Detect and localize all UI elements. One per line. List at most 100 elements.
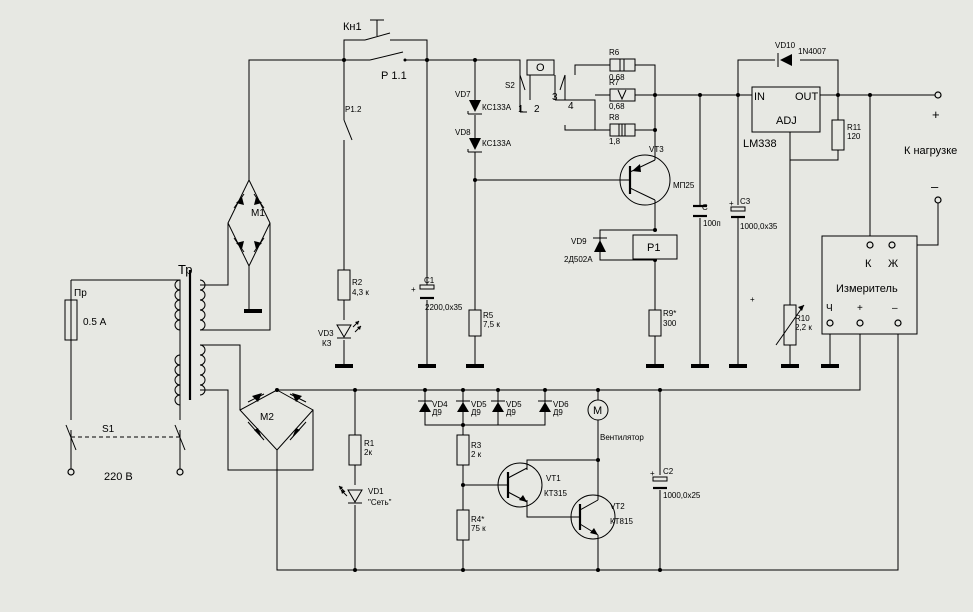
label-r3-value: 2 к: [471, 450, 482, 459]
label-r4-value: 75 к: [471, 524, 486, 533]
label-c2: C2: [663, 467, 674, 476]
relay-p1: Р1: [632, 234, 678, 260]
label-vt3: VT3: [649, 145, 664, 154]
label-s2-pos2: 2: [534, 104, 540, 115]
label-s2-o: O: [536, 62, 545, 74]
label-vd5b: VD5: [506, 400, 522, 409]
label-r6: R6: [609, 48, 620, 57]
zener-vd8: VD8 КС133А: [455, 128, 512, 153]
label-vd6-value: Д9: [553, 408, 563, 417]
label-p11: Р 1.1: [381, 70, 407, 82]
label-output-minus: –: [931, 179, 939, 194]
label-r6-value: 0,68: [609, 73, 625, 82]
label-r7-value: 0,68: [609, 102, 625, 111]
label-meter: Измеритель: [836, 283, 898, 295]
diode-vd6: VD6 Д9: [538, 400, 569, 417]
label-r4: R4*: [471, 515, 484, 524]
diode-vd9: VD9 2Д502А: [564, 237, 607, 264]
label-pr: Пр: [74, 288, 87, 299]
label-r2: R2: [352, 278, 363, 287]
zener-vd7: VD7 КС133А: [455, 90, 512, 115]
label-c-value: 100п: [703, 219, 721, 228]
label-m1: М1: [251, 208, 265, 219]
label-r8-value: 1,8: [609, 137, 621, 146]
ground-bars: [244, 309, 839, 368]
fuse-pr: Пр 0.5 А: [64, 288, 107, 341]
led-vd1: VD1 "Сеть": [338, 485, 392, 507]
label-s1: S1: [102, 424, 115, 435]
label-kn1: Кн1: [343, 21, 362, 33]
label-vd1-value: "Сеть": [368, 498, 392, 507]
label-r1-value: 2к: [364, 448, 372, 457]
diode-vd5a: VD5 Д9: [456, 390, 487, 425]
label-lm-in: IN: [754, 91, 765, 103]
diode-vd5b: VD5 Д9: [491, 390, 522, 425]
label-c3-value: 1000,0х35: [740, 222, 778, 231]
resistor-r5: R5 7,5 к: [468, 309, 500, 337]
regulator-lm338: IN OUT ADJ LM338: [743, 86, 821, 150]
label-r9-value: 300: [663, 319, 677, 328]
label-vd5b-value: Д9: [506, 408, 516, 417]
label-s2-pos4: 4: [568, 101, 574, 112]
resistor-r6: R6 0,68: [609, 48, 636, 82]
bridge-m2: М2: [239, 389, 314, 451]
label-vt1-value: КТ315: [544, 489, 567, 498]
diode-vd10: VD10 1N4007: [775, 41, 827, 67]
label-vd3-value: КЗ: [322, 339, 332, 348]
label-fan: Вентилятор: [600, 433, 644, 442]
label-c1: C1: [424, 276, 435, 285]
label-vt2: VT2: [610, 502, 625, 511]
label-c3: C3: [740, 197, 751, 206]
label-vd8-value: КС133А: [482, 139, 512, 148]
transistor-vt2: VT2 КТ815: [570, 494, 633, 540]
output-plus-terminal[interactable]: [934, 91, 942, 99]
label-r10-value: 2,2 к: [795, 323, 812, 332]
output-minus-terminal[interactable]: [934, 196, 942, 204]
led-vd3: VD3 КЗ: [318, 320, 362, 348]
label-vd3: VD3: [318, 329, 334, 338]
label-vd10-value: 1N4007: [798, 47, 827, 56]
label-r1: R1: [364, 439, 375, 448]
label-fan-m: М: [593, 405, 602, 417]
label-vd7: VD7: [455, 90, 471, 99]
switch-s2[interactable]: O S2 1 2 3 4: [505, 59, 574, 115]
capacitor-c1: + C1 2200,0х35: [411, 276, 463, 312]
button-kn1[interactable]: Кн1: [343, 19, 391, 41]
capacitor-c: C 100п: [693, 203, 721, 228]
label-r5: R5: [483, 311, 494, 320]
label-r9: R9*: [663, 309, 676, 318]
label-vd9: VD9: [571, 237, 587, 246]
bridge-m1: М1: [227, 178, 271, 268]
capacitor-c3: + C3 1000,0х35: [729, 197, 778, 231]
label-vd6: VD6: [553, 400, 569, 409]
fan-motor: М Вентилятор: [587, 399, 644, 442]
label-s2-pos1: 1: [518, 104, 524, 115]
label-vd9-value: 2Д502А: [564, 255, 593, 264]
resistor-r4: R4* 75 к: [456, 509, 486, 541]
label-c3-plus: +: [729, 199, 734, 208]
resistor-r8: R8 1,8: [609, 113, 636, 146]
transistor-vt3: VT3 МП25: [615, 145, 695, 206]
diode-vd4: VD4 Д9: [418, 400, 448, 417]
output-terminals: + К нагрузке –: [904, 91, 957, 204]
label-r10: R10: [795, 314, 810, 323]
label-load: К нагрузке: [904, 145, 957, 157]
label-lm-adj: ADJ: [776, 115, 797, 127]
label-c2-plus: +: [650, 469, 655, 478]
transformer-tr: Тр: [174, 262, 206, 406]
label-vt3-value: МП25: [673, 181, 695, 190]
label-pr-value: 0.5 А: [83, 317, 107, 328]
switch-s1[interactable]: S1 220 В: [65, 424, 186, 483]
resistor-r1: R1 2к: [348, 434, 375, 466]
resistor-r9: R9* 300: [648, 309, 677, 337]
label-vd4: VD4: [432, 400, 448, 409]
resistor-r7: R7 0,68: [609, 78, 636, 111]
label-c1-plus: +: [411, 285, 416, 294]
transistor-vt1: VT1 КТ315: [497, 462, 567, 508]
label-r3: R3: [471, 441, 482, 450]
resistor-r2: R2 4,3 к: [337, 269, 369, 301]
label-meter-plus: +: [857, 303, 863, 314]
label-tr: Тр: [178, 262, 192, 277]
label-c2-value: 1000,0х25: [663, 491, 701, 500]
